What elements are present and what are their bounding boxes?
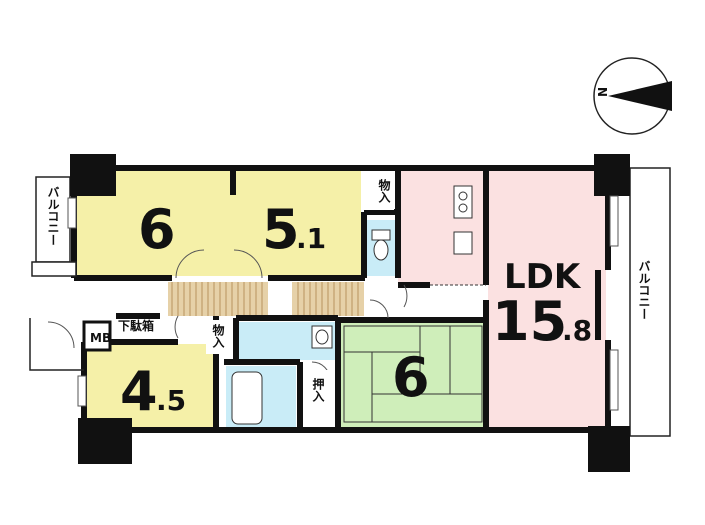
western-room-2-size: 5 [262,198,300,261]
western-room-2-size-decimal: .1 [296,222,326,255]
kitchen-fixtures [430,185,486,286]
shoe-box-label: 下駄箱 [118,318,154,333]
storage-2-label: 物入 [211,323,225,349]
windows [67,195,619,411]
meter-box-label: MB [90,331,111,345]
balcony-left-text: バルコニー [46,186,60,246]
ldk-size-decimal: .8 [562,314,592,347]
walls [71,165,611,433]
hallway-flooring [168,282,364,316]
compass: N [593,57,672,135]
western-room-3-size-decimal: .5 [156,384,186,417]
ldk-name: LDK [504,257,582,297]
balcony-right-text: バルコニー [637,260,651,320]
storage-2-box [206,320,232,354]
western-room-5-1-floor [231,170,361,276]
north-label: N [596,87,610,97]
western-room-1-size: 6 [138,198,176,261]
columns [70,154,630,472]
japanese-room-floor [338,322,488,428]
balcony-right: バルコニー [629,167,671,437]
north-arrow-icon [608,81,672,111]
ldk-floor [488,170,606,428]
door-swings [174,249,408,381]
storage-1-box [364,176,394,210]
washbasin [311,325,333,349]
tatami-pattern [343,325,483,423]
oshiire-box [304,370,332,422]
bathtub [231,371,263,425]
entrance-area [29,261,112,371]
japanese-room-size: 6 [392,346,430,409]
western-room-3-size: 4 [120,360,158,423]
balcony-left: バルコニー [35,176,71,263]
oshiire-label: 押入 [311,377,325,403]
toilet-fixture [371,229,391,261]
ldk-size: 15 [492,290,567,353]
western-room-4-5-floor [84,344,214,428]
